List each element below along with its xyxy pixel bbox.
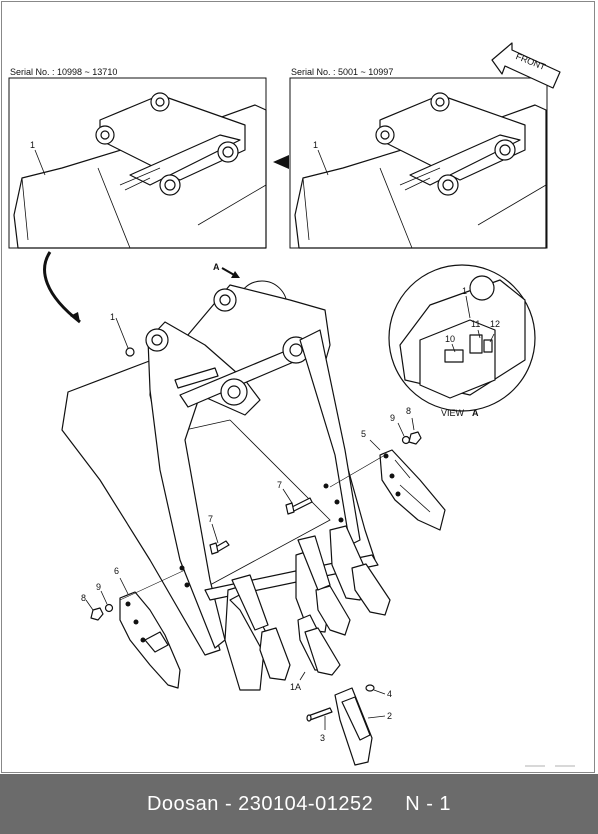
footer-part-number: 230104-01252: [238, 792, 374, 815]
adapter-1a: [297, 614, 341, 681]
footer-page: N - 1: [405, 792, 452, 815]
view-a-callout-11: 11: [471, 319, 480, 329]
inset-arrow-icon: [273, 155, 289, 169]
washer-left: [104, 603, 114, 613]
side-cutter-right: [379, 449, 446, 531]
view-a-detail: 1 11 12 10: [388, 264, 536, 412]
lock-4: [365, 684, 375, 692]
callout-side-cutter-l: 6: [114, 566, 119, 576]
view-a-callout-12: 12: [490, 319, 500, 329]
inset-right-callout: 1: [313, 140, 318, 150]
callout-side-cutter-r: 5: [361, 429, 366, 439]
footer-brand: Doosan: [146, 792, 219, 815]
footer-bar: Doosan - 230104-01252 N - 1: [0, 774, 598, 834]
callout-nut-l: 8: [81, 593, 86, 603]
callout-lock: 4: [387, 689, 392, 699]
view-a-callout-1: 1: [462, 286, 467, 296]
view-a-marker: A: [213, 262, 220, 272]
callout-bolt-lower: 7: [208, 514, 213, 524]
side-cutter-left: [119, 591, 181, 689]
curved-arrow-icon: [43, 251, 81, 324]
inset-right: Serial No. : 5001 ~ 10997 1: [289, 67, 548, 249]
view-a-callout-10: 10: [445, 334, 455, 344]
callout-tooth: 2: [387, 711, 392, 721]
view-a-title: VIEW: [441, 408, 465, 418]
bucket-exploded-diagram: Serial No. : 10998 ~ 13710 1 Serial No. …: [8, 42, 575, 767]
callout-washer-r: 9: [390, 413, 395, 423]
footer-separator: -: [218, 792, 239, 815]
view-a-letter: A: [472, 408, 479, 418]
callout-adapter: 1A: [290, 682, 301, 692]
callout-bolt-upper: 7: [277, 480, 282, 490]
nut-left: [90, 607, 104, 621]
callout-nut-r: 8: [406, 406, 411, 416]
inset-right-serial: Serial No. : 5001 ~ 10997: [291, 67, 393, 77]
inset-left: Serial No. : 10998 ~ 13710 1: [8, 67, 267, 249]
washer-right: [401, 435, 411, 445]
nut-right: [408, 431, 422, 445]
callout-bucket: 1: [110, 312, 115, 322]
callout-pin: 3: [320, 733, 325, 743]
pin-3: [306, 707, 333, 722]
inset-left-callout: 1: [30, 140, 35, 150]
bolt-lower: [209, 540, 230, 555]
callout-washer-l: 9: [96, 582, 101, 592]
main-bucket: [61, 284, 379, 656]
tooth-2: [334, 687, 373, 766]
teeth-row: [224, 525, 391, 691]
inset-left-serial: Serial No. : 10998 ~ 13710: [10, 67, 117, 77]
bolt-upper: [285, 497, 313, 515]
